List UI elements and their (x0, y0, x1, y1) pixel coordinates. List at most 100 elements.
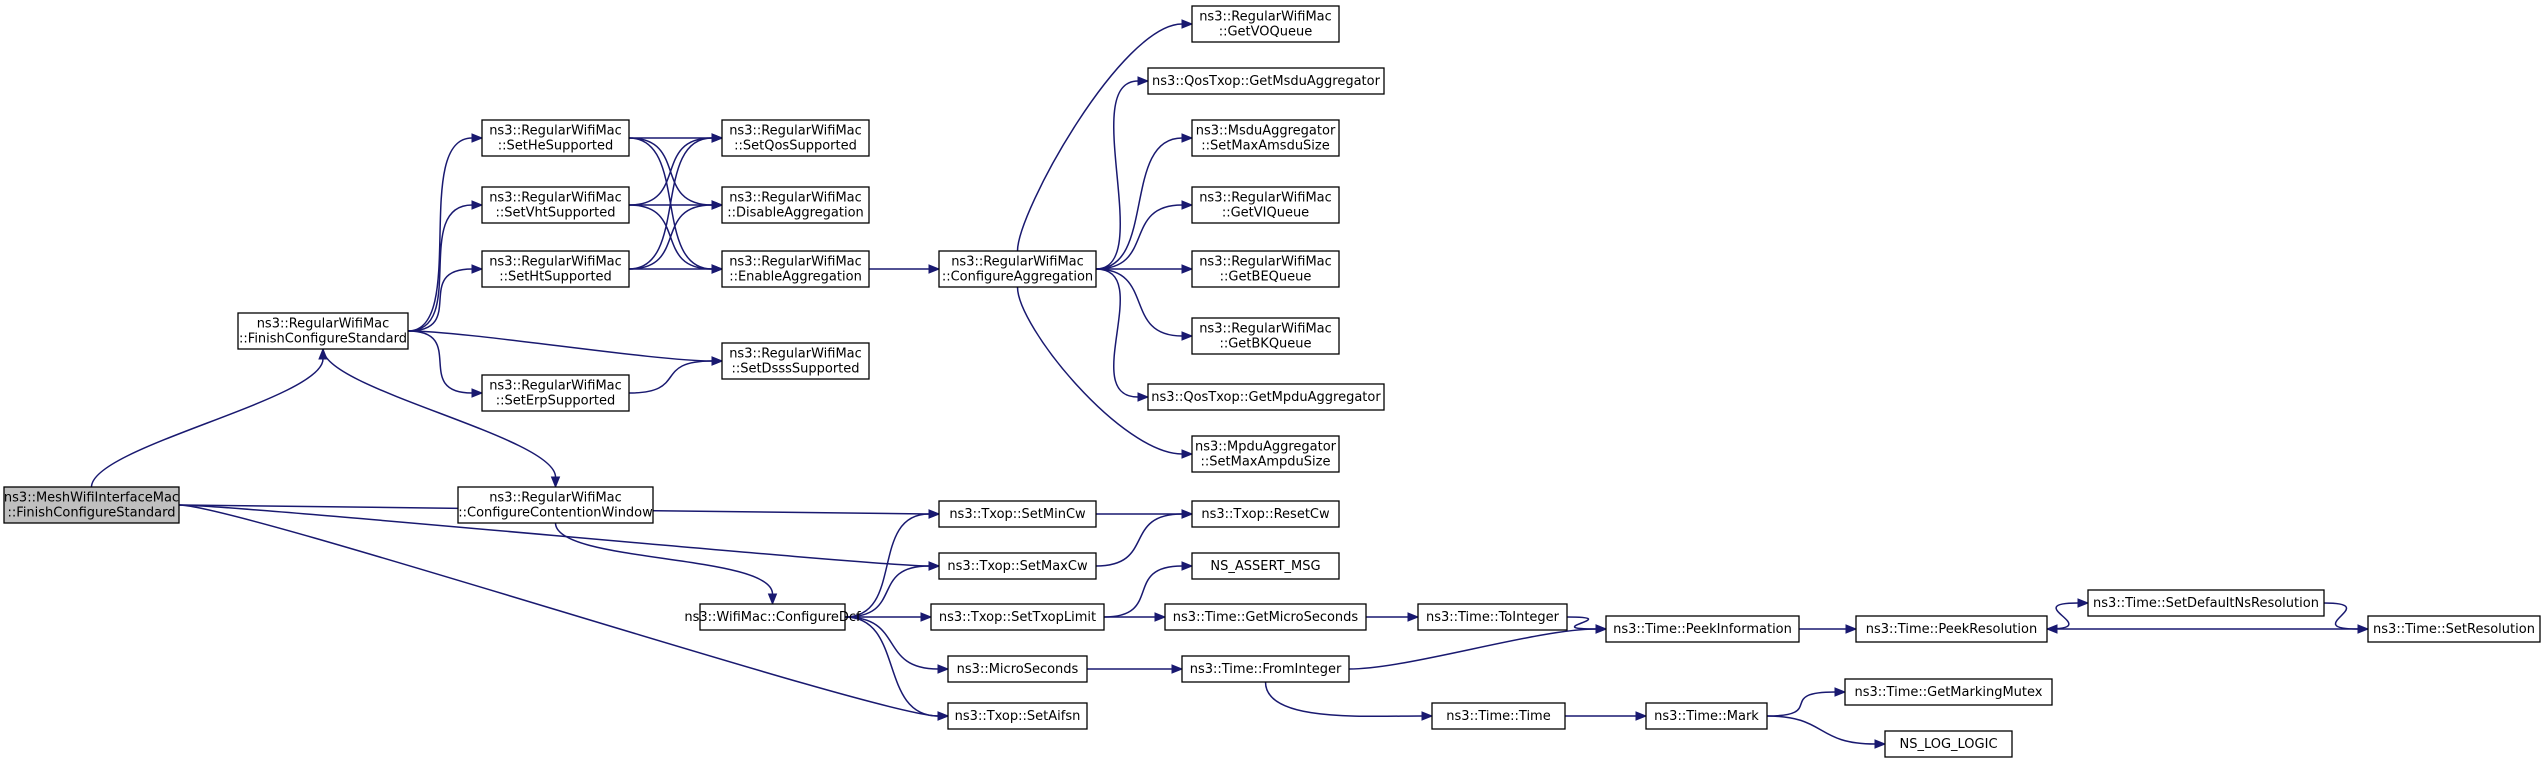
root-function-node[interactable]: ns3::MeshWifiInterfaceMac::FinishConfigu… (3, 486, 180, 524)
call-edge (628, 200, 724, 270)
node-label: ns3::Txop::SetMinCw (949, 507, 1086, 522)
function-node[interactable]: ns3::RegularWifiMac::GetBKQueue (1191, 317, 1340, 355)
call-edge (407, 133, 484, 332)
function-node[interactable]: ns3::RegularWifiMac::SetQosSupported (721, 119, 870, 157)
function-node[interactable]: ns3::MpduAggregator::SetMaxAmpduSize (1191, 435, 1340, 473)
call-edge (554, 522, 778, 606)
node-label: ::GetBKQueue (1219, 337, 1311, 352)
node-label: ns3::Time::GetMicroSeconds (1173, 610, 1359, 625)
node-box (3, 486, 180, 524)
function-node[interactable]: ns3::Time::Time (1431, 702, 1566, 730)
node-label: ns3::Time::FromInteger (1190, 662, 1342, 677)
function-node[interactable]: ns3::RegularWifiMac::SetVhtSupported (481, 186, 630, 224)
function-node[interactable]: ns3::Time::GetMicroSeconds (1164, 603, 1367, 631)
edge-line (90, 358, 324, 488)
edge-line (1766, 691, 1836, 717)
function-node[interactable]: ns3::Txop::SetMinCw (938, 500, 1097, 528)
function-node[interactable]: ns3::RegularWifiMac::GetBEQueue (1191, 250, 1340, 288)
function-node[interactable]: ns3::Time::GetMarkingMutex (1844, 678, 2053, 706)
call-edge (1565, 711, 1648, 721)
function-node[interactable]: ns3::RegularWifiMac::SetHtSupported (481, 250, 630, 288)
function-node[interactable]: ns3::MsduAggregator::SetMaxAmsduSize (1191, 119, 1340, 157)
node-label: ::ConfigureAggregation (942, 270, 1093, 285)
edge-line (1095, 137, 1183, 270)
arrowhead-icon (1635, 711, 1648, 721)
node-box (1431, 702, 1566, 730)
function-node[interactable]: ns3::Txop::ResetCw (1191, 500, 1340, 528)
function-node[interactable]: ns3::QosTxop::GetMsduAggregator (1147, 67, 1385, 95)
node-box (938, 250, 1097, 288)
node-label: ::GetVOQueue (1219, 25, 1313, 40)
node-box (930, 603, 1105, 631)
call-edge (1087, 664, 1184, 674)
node-label: ns3::RegularWifiMac (1199, 10, 1332, 25)
function-node[interactable]: ns3::RegularWifiMac::GetVOQueue (1191, 5, 1340, 43)
function-node[interactable]: ns3::Time::SetDefaultNsResolution (2087, 589, 2325, 617)
edge-line (844, 565, 930, 618)
function-node[interactable]: ns3::QosTxop::GetMpduAggregator (1147, 383, 1385, 411)
function-node[interactable]: ns3::Txop::SetTxopLimit (930, 603, 1105, 631)
node-box (947, 655, 1088, 683)
call-edge (407, 330, 724, 366)
function-node[interactable]: ns3::RegularWifiMac::ConfigureContention… (457, 486, 654, 524)
function-node[interactable]: ns3::RegularWifiMac::GetVIQueue (1191, 186, 1340, 224)
function-node[interactable]: ns3::RegularWifiMac::EnableAggregation (721, 250, 870, 288)
node-label: ns3::RegularWifiMac (489, 491, 622, 506)
arrowhead-icon (1171, 664, 1184, 674)
function-node[interactable]: ns3::Time::FromInteger (1181, 655, 1350, 683)
node-label: ns3::Time::SetDefaultNsResolution (2093, 596, 2319, 611)
function-node[interactable]: ns3::Time::ToInteger (1417, 603, 1568, 631)
arrowhead-icon (1137, 76, 1150, 86)
function-node[interactable]: ns3::RegularWifiMac::FinishConfigureStan… (237, 312, 409, 350)
call-edge (407, 264, 484, 332)
function-node[interactable]: ns3::Time::PeekInformation (1605, 615, 1800, 643)
function-node[interactable]: ns3::RegularWifiMac::SetHeSupported (481, 119, 630, 157)
arrowhead-icon (550, 476, 561, 489)
call-edge (628, 137, 724, 210)
node-box (457, 486, 654, 524)
function-node[interactable]: ns3::Time::PeekResolution (1855, 615, 2048, 643)
edge-line (1566, 616, 1597, 630)
arrowhead-icon (2045, 624, 2058, 634)
node-label: ::FinishConfigureStandard (8, 506, 176, 521)
edge-line (407, 268, 473, 332)
edge-line (407, 204, 473, 332)
function-node[interactable]: ns3::Time::Mark (1645, 702, 1768, 730)
function-node[interactable]: NS_ASSERT_MSG (1191, 552, 1340, 580)
arrowhead-icon (471, 388, 484, 398)
node-label: ::SetQosSupported (734, 139, 857, 154)
node-label: ns3::RegularWifiMac (1199, 255, 1332, 270)
edge-line (1095, 204, 1183, 270)
arrowhead-icon (1845, 624, 1858, 634)
function-node[interactable]: ns3::WifiMac::ConfigureDcf (684, 603, 861, 631)
node-box (947, 702, 1088, 730)
function-node[interactable]: ns3::Txop::SetAifsn (947, 702, 1088, 730)
node-box (481, 250, 630, 288)
node-box (1164, 603, 1367, 631)
node-box (1191, 435, 1340, 473)
function-node[interactable]: ns3::RegularWifiMac::SetDsssSupported (721, 342, 870, 380)
node-label: ::GetBEQueue (1220, 270, 1312, 285)
call-edge (90, 347, 328, 488)
call-edge (844, 616, 950, 674)
node-box (1191, 500, 1340, 528)
function-node[interactable]: ns3::Time::SetResolution (2367, 615, 2541, 643)
function-node[interactable]: ns3::RegularWifiMac::SetErpSupported (481, 374, 630, 412)
arrowhead-icon (711, 356, 724, 366)
function-node[interactable]: ns3::RegularWifiMac::ConfigureAggregatio… (938, 250, 1097, 288)
node-box (1844, 678, 2053, 706)
call-edge (844, 561, 941, 618)
call-edge (628, 133, 724, 270)
call-edge (628, 204, 724, 274)
node-label: ns3::RegularWifiMac (257, 317, 390, 332)
function-node[interactable]: ns3::MicroSeconds (947, 655, 1088, 683)
function-node[interactable]: ns3::RegularWifiMac::DisableAggregation (721, 186, 870, 224)
call-edge (1766, 715, 1887, 749)
call-edge (1104, 612, 1167, 622)
function-node[interactable]: NS_LOG_LOGIC (1884, 730, 2013, 758)
node-box (938, 500, 1097, 528)
arrowhead-icon (1181, 19, 1194, 29)
arrowhead-icon (1181, 133, 1194, 143)
function-node[interactable]: ns3::Txop::SetMaxCw (938, 552, 1097, 580)
arrowhead-icon (928, 509, 941, 519)
